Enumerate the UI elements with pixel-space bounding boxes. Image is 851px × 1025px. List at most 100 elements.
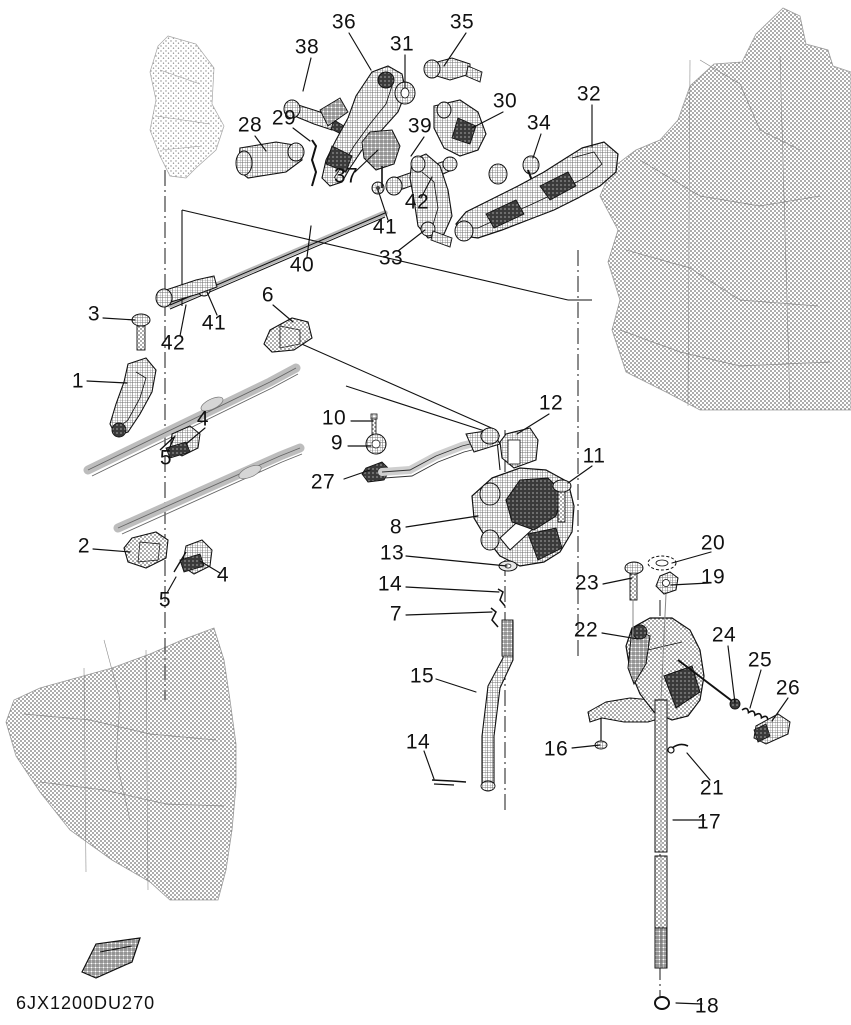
part-6-block xyxy=(263,317,313,353)
leader-line-14 xyxy=(423,750,435,780)
part-41-ball-joint-upper xyxy=(371,181,385,195)
callout-number-14[interactable]: 14 xyxy=(378,573,402,596)
callout-number-28[interactable]: 28 xyxy=(238,114,262,137)
leader-line-14 xyxy=(405,586,500,593)
callout-number-39[interactable]: 39 xyxy=(408,115,432,138)
part-15-bent-rod xyxy=(480,619,514,792)
leader-line-2 xyxy=(92,548,131,553)
part-35-bolt xyxy=(423,57,483,83)
callout-number-7[interactable]: 7 xyxy=(390,603,402,626)
callout-number-24[interactable]: 24 xyxy=(712,624,736,647)
callout-number-20[interactable]: 20 xyxy=(701,532,725,555)
callout-number-15[interactable]: 15 xyxy=(410,665,434,688)
leader-line-41 xyxy=(206,291,218,316)
callout-number-30[interactable]: 30 xyxy=(493,90,517,113)
leader-line-37 xyxy=(354,149,379,173)
callout-leader-lines xyxy=(86,32,789,1005)
callout-number-37[interactable]: 37 xyxy=(334,165,358,188)
callout-number-5[interactable]: 5 xyxy=(159,589,171,612)
part-22-bracket xyxy=(625,617,737,721)
callout-number-12[interactable]: 12 xyxy=(539,392,563,415)
callout-number-3[interactable]: 3 xyxy=(88,303,100,326)
callout-number-4[interactable]: 4 xyxy=(197,408,209,431)
callout-number-8[interactable]: 8 xyxy=(390,516,402,539)
callout-number-26[interactable]: 26 xyxy=(776,677,800,700)
leader-line-29 xyxy=(292,127,311,142)
part-8-throttle-bracket xyxy=(471,467,575,567)
part-4-clamp-lower xyxy=(179,539,213,575)
callout-number-36[interactable]: 36 xyxy=(332,11,356,34)
part-28-link xyxy=(235,141,305,179)
leader-line-6 xyxy=(272,304,294,323)
callout-number-14[interactable]: 14 xyxy=(406,731,430,754)
callout-number-11[interactable]: 11 xyxy=(583,445,606,468)
callout-number-42[interactable]: 42 xyxy=(161,332,185,355)
callout-number-41[interactable]: 41 xyxy=(373,216,397,239)
leader-line-3 xyxy=(102,317,136,321)
callout-number-32[interactable]: 32 xyxy=(577,83,601,106)
leader-line-30 xyxy=(471,111,504,129)
callout-number-1[interactable]: 1 xyxy=(72,370,84,393)
leader-line-39 xyxy=(410,136,425,157)
callout-number-9[interactable]: 9 xyxy=(331,432,343,455)
leader-line-42 xyxy=(420,176,433,199)
callout-number-10[interactable]: 10 xyxy=(322,407,346,430)
callout-number-33[interactable]: 33 xyxy=(379,247,403,270)
part-14-cotter-pin-upper xyxy=(497,588,506,607)
part-39-lever xyxy=(409,153,453,239)
callout-number-2[interactable]: 2 xyxy=(78,535,90,558)
cable-upper xyxy=(83,363,301,477)
callout-number-38[interactable]: 38 xyxy=(295,36,319,59)
leader-line-8 xyxy=(405,515,479,528)
leader-line-40 xyxy=(306,225,312,258)
leader-line-12 xyxy=(516,413,550,435)
callout-number-22[interactable]: 22 xyxy=(574,619,598,642)
callout-number-27[interactable]: 27 xyxy=(311,471,335,494)
leader-line-5 xyxy=(166,576,177,594)
cable-lower xyxy=(113,443,305,535)
callout-number-25[interactable]: 25 xyxy=(748,649,772,672)
callout-number-6[interactable]: 6 xyxy=(262,284,274,307)
callout-number-40[interactable]: 40 xyxy=(290,254,314,277)
callout-number-34[interactable]: 34 xyxy=(527,112,551,135)
callout-number-18[interactable]: 18 xyxy=(695,995,719,1018)
leader-line-42 xyxy=(179,304,187,337)
part-2-clamp xyxy=(123,531,169,569)
leader-line-13 xyxy=(405,555,508,567)
part-25-spring xyxy=(741,707,769,721)
leader-line-4 xyxy=(199,560,221,574)
leader-line-41 xyxy=(377,189,389,221)
callout-number-4[interactable]: 4 xyxy=(217,564,229,587)
callout-number-23[interactable]: 23 xyxy=(575,572,599,595)
callout-number-13[interactable]: 13 xyxy=(380,542,404,565)
leader-line-27 xyxy=(343,469,371,480)
callout-number-19[interactable]: 19 xyxy=(701,566,725,589)
part-31-bushing xyxy=(394,81,416,105)
callout-number-5[interactable]: 5 xyxy=(160,447,172,470)
part-27-clip xyxy=(361,461,391,483)
part-5-screw-lower xyxy=(173,551,187,573)
callout-number-29[interactable]: 29 xyxy=(272,107,296,130)
part-13-washer xyxy=(498,560,518,572)
callout-number-21[interactable]: 21 xyxy=(700,777,724,800)
callout-number-35[interactable]: 35 xyxy=(450,11,474,34)
fwd-direction-marker xyxy=(81,937,141,979)
background-engine-silhouette xyxy=(5,7,851,901)
part-4-clamp-upper xyxy=(165,425,201,459)
callout-number-17[interactable]: 17 xyxy=(697,811,721,834)
part-5-screw-upper xyxy=(159,436,175,451)
leader-line-28 xyxy=(254,135,267,152)
leader-line-18 xyxy=(675,1002,703,1005)
part-19-nut xyxy=(655,571,679,701)
leader-line-19 xyxy=(670,582,710,586)
callout-number-42[interactable]: 42 xyxy=(405,191,429,214)
callout-number-31[interactable]: 31 xyxy=(390,33,414,56)
part-32-arm xyxy=(454,141,619,242)
callout-number-41[interactable]: 41 xyxy=(202,312,226,335)
leader-line-5 xyxy=(167,435,176,452)
part-30-bracket xyxy=(433,99,487,157)
callout-number-16[interactable]: 16 xyxy=(544,738,568,761)
part-17-shaft xyxy=(654,699,668,969)
